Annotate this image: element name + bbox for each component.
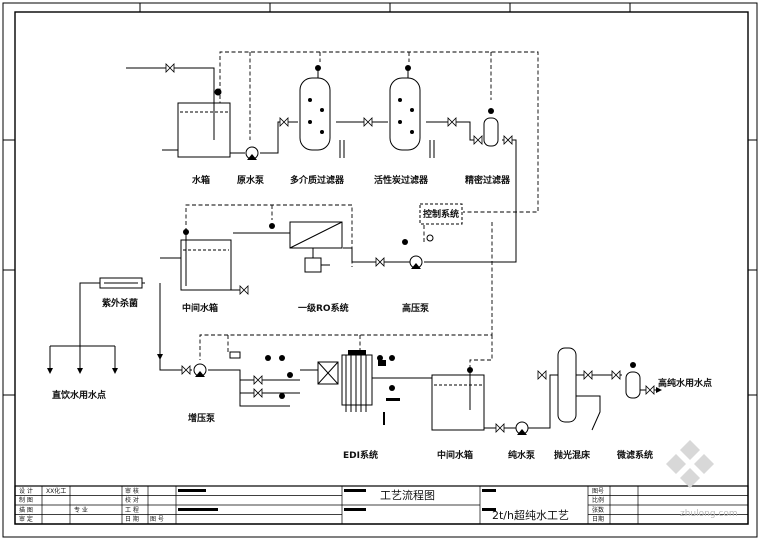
middle-tank-2 xyxy=(431,367,485,431)
watermark: zhulong.com xyxy=(666,440,738,519)
label-pure-pump: 纯水泵 xyxy=(508,449,536,461)
control-lines xyxy=(185,51,539,368)
precision-filter xyxy=(483,108,499,147)
final-filter xyxy=(625,362,641,399)
label-mid-tank-2: 中间水箱 xyxy=(437,449,473,461)
flow-arrows xyxy=(47,354,662,393)
ro-membrane xyxy=(269,221,343,273)
label-high-purity-use: 高纯水用水点 xyxy=(658,377,712,389)
middle-tank-1 xyxy=(180,228,246,291)
label-carbon-filter: 活性炭过滤器 xyxy=(374,174,429,186)
valves xyxy=(165,63,655,433)
edge-ticks xyxy=(3,3,757,396)
tb-cell-3-2: 日 期 xyxy=(125,515,139,523)
uv-sterilizer xyxy=(99,277,143,289)
carbon-filter xyxy=(389,65,435,158)
edi-unit xyxy=(317,350,400,425)
tb-right-2: 张数 xyxy=(592,506,604,514)
label-mid-tank-1: 中间水箱 xyxy=(182,302,218,314)
drawing-title: 工艺流程图 xyxy=(380,488,435,502)
label-control-system: 控制系统 xyxy=(423,208,459,220)
tb-cell-0-1: XX化工 xyxy=(46,487,66,495)
tb-cell-0-2: 审 核 xyxy=(125,487,139,495)
tb-right-1: 比例 xyxy=(592,496,604,504)
label-raw-pump: 原水泵 xyxy=(237,174,265,186)
title-block: 设 计 XX化工 审 核 制 图 校 对 描 图 专 业 工 程 审 定 日 期… xyxy=(14,485,749,525)
label-high-pressure-pump: 高压泵 xyxy=(402,302,430,314)
tb-right-0: 图号 xyxy=(592,488,604,495)
component-labels: 水箱 原水泵 多介质过滤器 活性炭过滤器 精密过滤器 控制系统 中间水箱 一级R… xyxy=(52,174,712,461)
label-edi-system: EDI系统 xyxy=(343,449,378,461)
raw-pump xyxy=(245,146,259,160)
tb-cell-2-0: 描 图 xyxy=(19,506,33,514)
tb-cell-0-0: 设 计 xyxy=(19,487,33,495)
label-uv-sterilizer: 紫外杀菌 xyxy=(102,297,138,309)
pure-pump xyxy=(515,421,529,435)
tb-cell-1-0: 制 图 xyxy=(19,496,33,504)
tb-cell-2-2: 工 程 xyxy=(125,506,139,514)
project-name: 2t/h超纯水工艺 xyxy=(492,508,569,522)
label-final-filter: 微滤系统 xyxy=(616,449,653,461)
instruments xyxy=(229,351,395,399)
label-direct-use: 直饮水用水点 xyxy=(52,389,106,401)
inner-border xyxy=(14,11,749,525)
label-booster-pump: 增压泵 xyxy=(188,412,216,424)
raw-water-tank xyxy=(162,88,231,158)
tb-cell-2-1: 专 业 xyxy=(74,506,88,514)
tb-cell-1-2: 校 对 xyxy=(125,496,139,504)
label-polish-mixed-bed: 抛光混床 xyxy=(554,449,591,461)
tb-right-3: 日期 xyxy=(592,515,604,523)
label-ro-system: 一级RO系统 xyxy=(298,302,349,314)
high-pressure-pump xyxy=(402,234,434,269)
label-multimedia-filter: 多介质过滤器 xyxy=(290,174,345,186)
label-precision-filter: 精密过滤器 xyxy=(465,174,511,186)
control-system-box xyxy=(419,203,463,225)
multimedia-filter xyxy=(299,65,345,158)
tb-cell-3-3: 图 号 xyxy=(150,516,164,523)
polish-mixed-bed xyxy=(557,347,577,423)
tb-cell-3-0: 审 定 xyxy=(19,515,33,523)
booster-pump xyxy=(193,363,207,377)
label-raw-tank: 水箱 xyxy=(192,174,210,186)
watermark-text: zhulong.com xyxy=(680,509,738,519)
